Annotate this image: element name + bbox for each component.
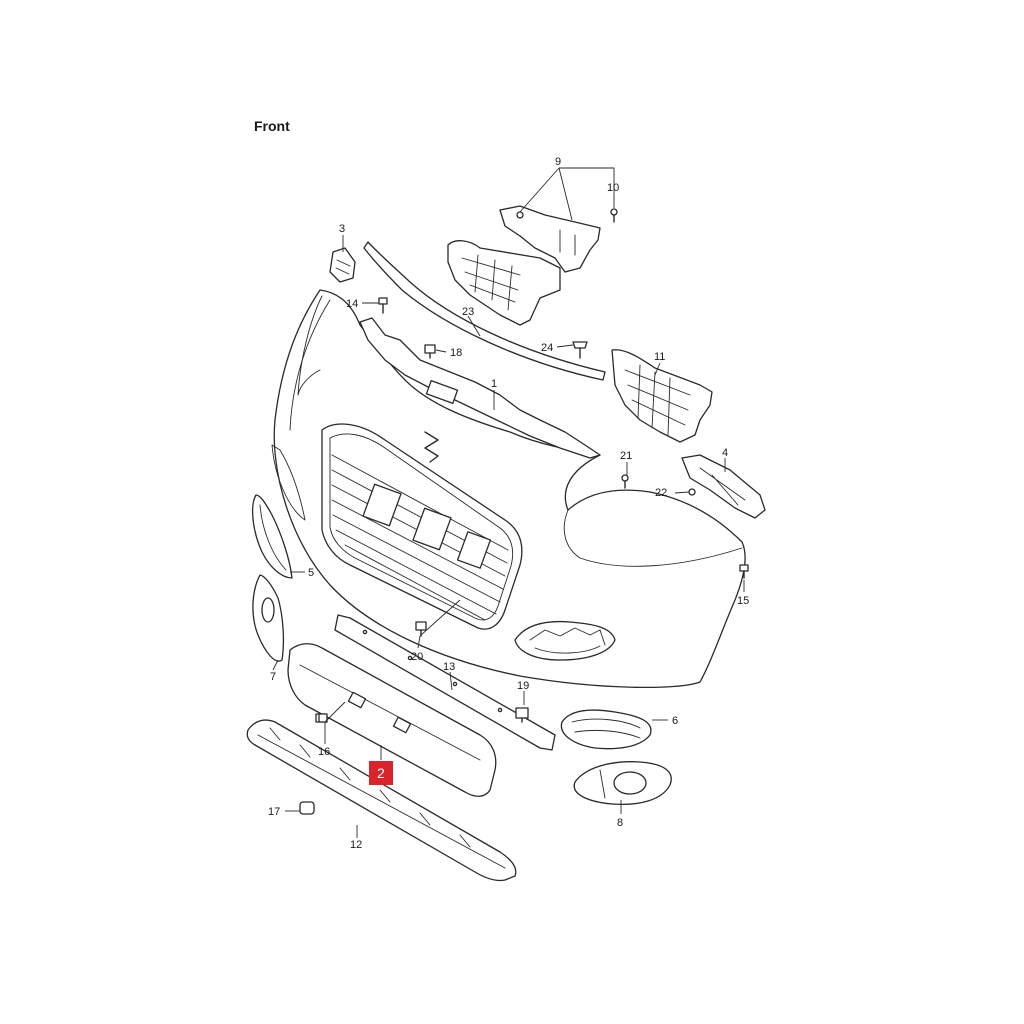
callout-16: 16 (318, 746, 330, 758)
screw-21 (621, 474, 629, 489)
callout-10: 10 (607, 182, 619, 194)
clip-17 (299, 801, 315, 815)
callout-14: 14 (346, 298, 358, 310)
part-5-left-side-cover (251, 494, 293, 579)
part-8-fog-bezel-lower (573, 761, 672, 806)
front-grille (321, 423, 523, 630)
fasteners (299, 208, 749, 815)
callout-6: 6 (672, 715, 678, 727)
callout-9: 9 (555, 156, 561, 168)
callout-1: 1 (491, 378, 497, 390)
part-23-upper-strip (363, 241, 606, 381)
callout-5: 5 (308, 567, 314, 579)
callout-11: 11 (654, 351, 665, 363)
callout-numbers: 1 3 4 5 6 7 8 9 10 11 12 13 14 15 16 17 … (268, 156, 749, 851)
callout-22: 22 (655, 487, 667, 499)
clip-24 (572, 341, 588, 359)
callout-4: 4 (722, 447, 728, 459)
screw-14 (378, 297, 388, 314)
clip-16 (318, 713, 328, 723)
clip-18 (424, 344, 436, 359)
leader-lines (272, 167, 745, 838)
callout-21: 21 (620, 450, 632, 462)
part-4-side-bracket (681, 454, 766, 519)
callout-18: 18 (450, 347, 462, 359)
part-3-clip-bracket (329, 247, 356, 283)
highlight-box (369, 761, 393, 785)
callout-23: 23 (462, 306, 474, 318)
screw-22 (688, 488, 696, 496)
diagram-header: Front (252, 117, 322, 134)
part-6-fog-bezel-upper (560, 709, 652, 750)
callout-24: 24 (541, 342, 553, 354)
callout-3: 3 (339, 223, 345, 235)
callout-2-highlight: 2 (369, 761, 393, 785)
callout-13: 13 (443, 661, 455, 673)
callout-8: 8 (617, 817, 623, 829)
callout-2: 2 (377, 765, 385, 781)
front-bumper-cover (271, 289, 746, 689)
bolt-10 (610, 208, 618, 223)
part-12-lower-undercover (246, 719, 517, 882)
part-11-side-grille (611, 349, 713, 443)
part-13-reinforcement-bar (334, 614, 556, 751)
callout-15: 15 (737, 595, 749, 607)
part-9-grille-bracket (447, 205, 601, 326)
part-7-left-fog-cover (252, 574, 285, 662)
callout-7: 7 (270, 671, 276, 683)
callout-19: 19 (517, 680, 529, 692)
bolt-15 (739, 564, 749, 579)
callout-17: 17 (268, 806, 280, 818)
clip-19 (515, 707, 529, 723)
callout-20: 20 (411, 651, 423, 663)
svg-text:Front: Front (254, 118, 290, 134)
callout-12: 12 (350, 839, 362, 851)
